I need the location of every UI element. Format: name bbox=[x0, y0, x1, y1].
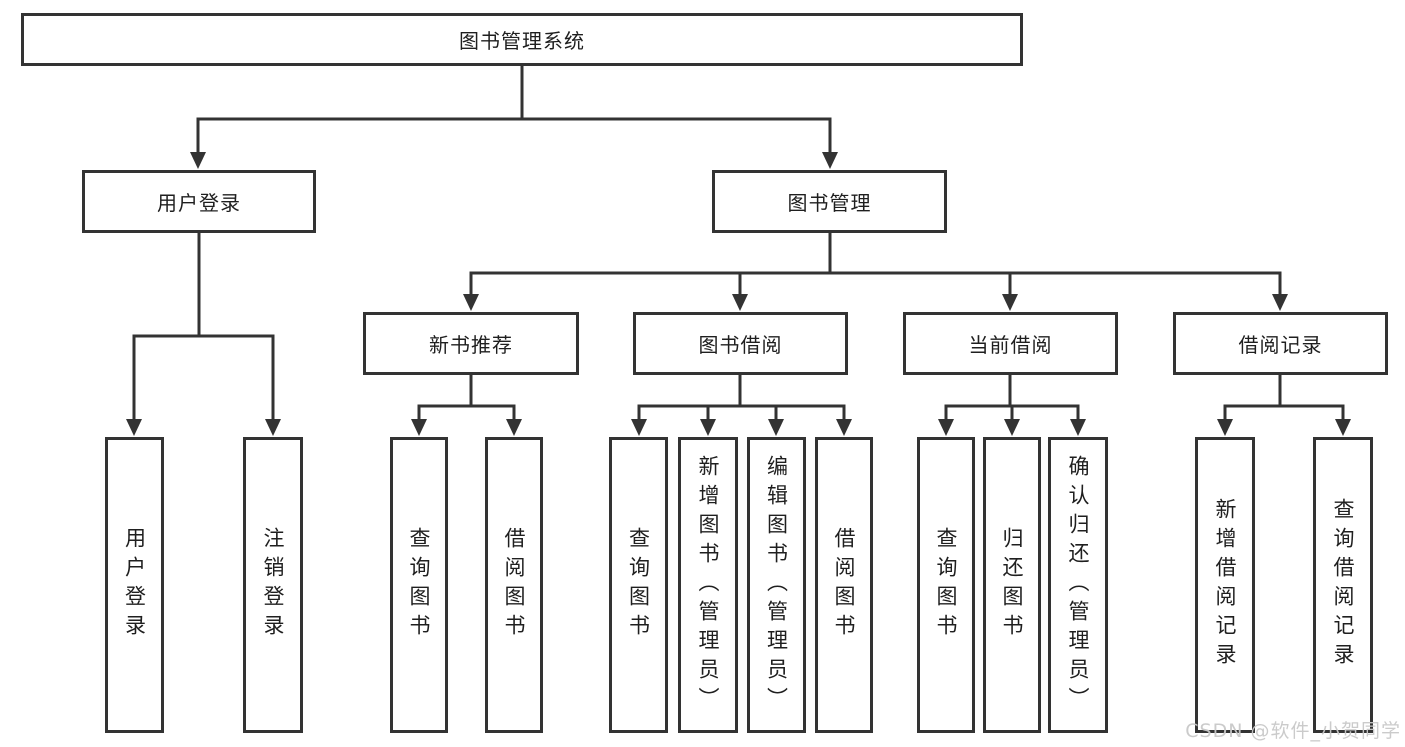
node-book-borrowing: 图书借阅 bbox=[633, 312, 848, 375]
node-library-management-system: 图书管理系统 bbox=[21, 13, 1023, 66]
node-book-management: 图书管理 bbox=[712, 170, 947, 233]
leaf-query-books-borrowing: 查询图书 bbox=[609, 437, 668, 733]
connector-new-book-recommend-subtree bbox=[411, 375, 522, 436]
leaf-borrow-books-recommend: 借阅图书 bbox=[485, 437, 543, 733]
node-new-book-recommend: 新书推荐 bbox=[363, 312, 579, 375]
leaf-add-borrow-record: 新增借阅记录 bbox=[1195, 437, 1255, 733]
connector-borrow-records-subtree bbox=[1217, 375, 1351, 436]
leaf-add-book-admin: 新增图书（管理员） bbox=[678, 437, 738, 733]
leaf-return-books: 归还图书 bbox=[983, 437, 1041, 733]
connector-root-to-level2 bbox=[190, 66, 838, 169]
leaf-query-borrow-record: 查询借阅记录 bbox=[1313, 437, 1373, 733]
connector-current-borrowing-subtree bbox=[938, 375, 1086, 436]
node-current-borrowing: 当前借阅 bbox=[903, 312, 1118, 375]
leaf-logout: 注销登录 bbox=[243, 437, 303, 733]
leaf-user-login: 用户登录 bbox=[105, 437, 164, 733]
connector-book-management-to-level3 bbox=[463, 233, 1288, 311]
leaf-borrow-books-borrowing: 借阅图书 bbox=[815, 437, 873, 733]
leaf-confirm-return-admin: 确认归还（管理员） bbox=[1048, 437, 1108, 733]
node-borrow-records: 借阅记录 bbox=[1173, 312, 1388, 375]
connector-user-login-subtree bbox=[126, 233, 281, 436]
leaf-edit-book-admin: 编辑图书（管理员） bbox=[747, 437, 806, 733]
leaf-query-books-recommend: 查询图书 bbox=[390, 437, 448, 733]
csdn-watermark: CSDN @软件_小贺同学 bbox=[1185, 720, 1401, 742]
leaf-query-books-current: 查询图书 bbox=[917, 437, 975, 733]
node-user-login: 用户登录 bbox=[82, 170, 316, 233]
connector-book-borrowing-subtree bbox=[631, 375, 852, 436]
